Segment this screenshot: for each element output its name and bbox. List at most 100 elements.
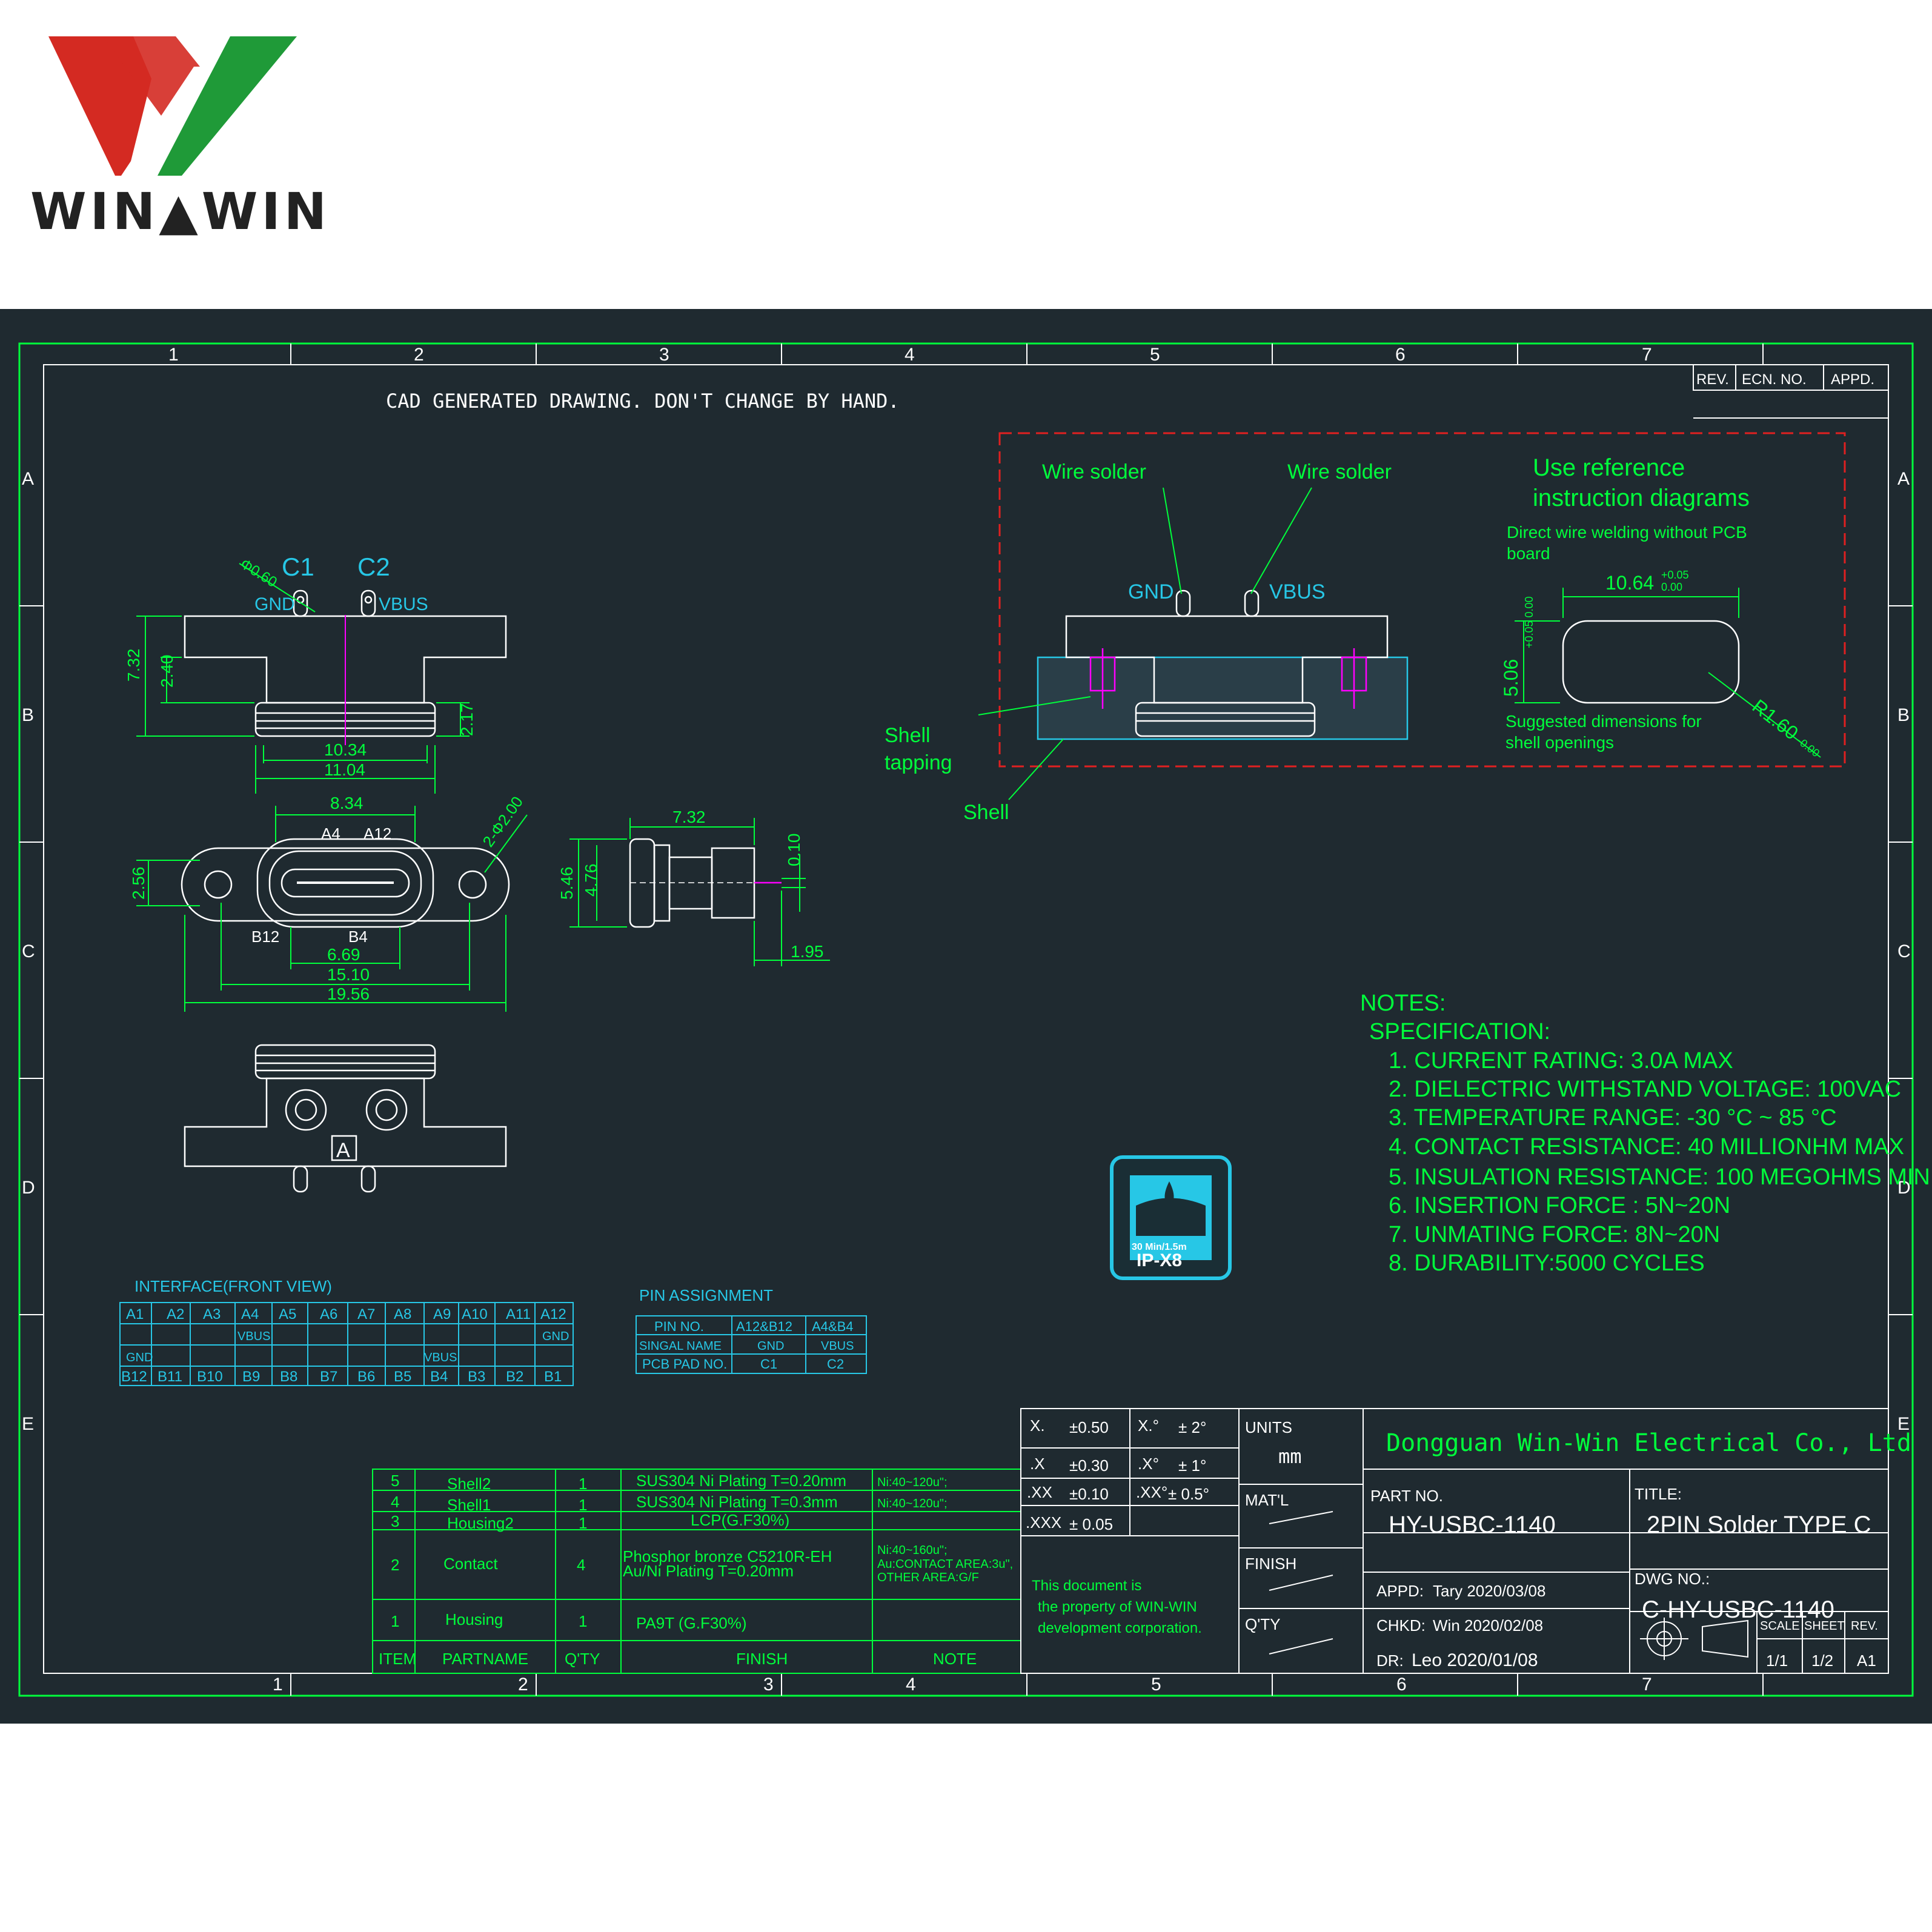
svg-text:VBUS: VBUS (424, 1351, 457, 1364)
svg-text:Win 2020/02/08: Win 2020/02/08 (1433, 1616, 1543, 1635)
svg-text:±0.10: ±0.10 (1069, 1485, 1109, 1503)
ref-sub-1: Direct wire welding without PCB (1507, 523, 1747, 542)
face-view-dims (136, 806, 528, 1012)
svg-text:.X: .X (1030, 1455, 1045, 1473)
svg-text:B1: B1 (544, 1369, 562, 1385)
svg-text:A1: A1 (1857, 1651, 1876, 1670)
wire-solder-1: Wire solder (1042, 460, 1146, 483)
shell-tapping-2: tapping (885, 751, 952, 774)
dim-2-56: 2.56 (129, 867, 148, 900)
svg-text:PA9T (G.F30%): PA9T (G.F30%) (636, 1614, 747, 1632)
svg-text:B12: B12 (121, 1369, 147, 1385)
note-5: 5. INSULATION RESISTANCE: 100 MEGOHMS MI… (1389, 1164, 1932, 1190)
interface-row2: VBUS GND (237, 1330, 569, 1343)
svg-text:1: 1 (579, 1475, 587, 1493)
logo-mark-icon (48, 36, 297, 176)
svg-text:B9: B9 (242, 1369, 260, 1385)
svg-text:FINISH: FINISH (1245, 1555, 1296, 1573)
side-dim-7-32: 7.32 (672, 808, 706, 826)
dim-11-04: 11.04 (324, 760, 365, 779)
svg-text:SUS304 Ni Plating T=0.20mm: SUS304 Ni Plating T=0.20mm (636, 1472, 846, 1490)
zone-6: 6 (1395, 345, 1406, 365)
note-2: 2. DIELECTRIC WITHSTAND VOLTAGE: 100VAC (1389, 1077, 1901, 1102)
svg-text:A12: A12 (540, 1306, 566, 1323)
side-dim-4-76: 4.76 (582, 864, 600, 897)
ref-dim-h-tol: +0.05 0.00 (1523, 596, 1535, 648)
ip-badge-line2: IP-X8 (1137, 1250, 1182, 1270)
dim-7-32: 7.32 (124, 649, 143, 682)
svg-text:1: 1 (579, 1496, 587, 1514)
svg-text:Q'TY: Q'TY (565, 1650, 600, 1668)
zone-E-right: E (1897, 1414, 1910, 1434)
svg-text:development corporation.: development corporation. (1038, 1620, 1202, 1636)
svg-text:UNITS: UNITS (1245, 1418, 1292, 1436)
svg-text:Q'TY: Q'TY (1245, 1615, 1280, 1633)
svg-text:ITEM: ITEM (379, 1650, 416, 1668)
svg-text:Contact: Contact (443, 1555, 498, 1573)
pin-b12: B12 (251, 928, 279, 946)
label-gnd: GND (254, 594, 295, 614)
zone-B: B (22, 705, 34, 725)
label-c1: C1 (282, 553, 314, 581)
tolerances: X.±0.50 X.°± 2° .X±0.30 .X°± 1° .XX±0.10… (1026, 1416, 1209, 1533)
zone-1: 1 (168, 345, 179, 365)
svg-text:± 2°: ± 2° (1178, 1418, 1206, 1436)
svg-text:C-HY-USBC-1140: C-HY-USBC-1140 (1642, 1596, 1834, 1623)
svg-text:1/1: 1/1 (1766, 1651, 1788, 1670)
svg-text:OTHER AREA:G/F: OTHER AREA:G/F (877, 1571, 979, 1584)
ref-vbus: VBUS (1269, 580, 1326, 603)
ref-radius: R1.60 (1748, 695, 1802, 744)
svg-text:A9: A9 (433, 1306, 451, 1323)
svg-text:B7: B7 (320, 1369, 337, 1385)
svg-text:Leo 2020/01/08: Leo 2020/01/08 (1412, 1650, 1538, 1670)
svg-text:PCB PAD NO.: PCB PAD NO. (642, 1356, 727, 1372)
water-drop-icon (1164, 1181, 1174, 1206)
zone-5: 5 (1150, 345, 1160, 365)
side-view (629, 838, 782, 928)
svg-text:A11: A11 (506, 1306, 531, 1323)
svg-text:FINISH: FINISH (736, 1650, 788, 1668)
ref-gnd: GND (1128, 580, 1174, 603)
shell-tapping-1: Shell (885, 724, 931, 747)
wire-solder-2: Wire solder (1287, 460, 1392, 483)
title-block-text: UNITS mm MAT'L FINISH Q'TY PART NO. HY-U… (1245, 1418, 1878, 1670)
note-8: 8. DURABILITY:5000 CYCLES (1389, 1250, 1705, 1276)
svg-text:the property of WIN-WIN: the property of WIN-WIN (1038, 1599, 1197, 1615)
svg-text:A10: A10 (462, 1306, 488, 1323)
svg-text:.XX°: .XX° (1136, 1483, 1167, 1501)
svg-text:X.°: X.° (1138, 1416, 1159, 1435)
svg-text:SUS304 Ni Plating T=0.3mm: SUS304 Ni Plating T=0.3mm (636, 1493, 838, 1511)
svg-text:B2: B2 (506, 1369, 523, 1385)
ref-title-1: Use reference (1533, 454, 1685, 481)
ref-dim-h: 5.06 (1500, 659, 1522, 697)
zone-C: C (22, 941, 35, 961)
zone-7: 7 (1642, 345, 1652, 365)
notes-spec: SPECIFICATION: (1369, 1019, 1550, 1044)
dim-2-40: 2.40 (158, 655, 176, 688)
reference-drawing (1037, 589, 1740, 740)
ref-dim-w-tol-dn: 0.00 (1661, 581, 1682, 593)
svg-text:HY-USBC-1140: HY-USBC-1140 (1389, 1512, 1556, 1538)
svg-text:.X°: .X° (1138, 1455, 1159, 1473)
side-dim-1-95: 1.95 (791, 942, 824, 961)
svg-text:± 0.5°: ± 0.5° (1168, 1485, 1209, 1503)
svg-text:4: 4 (577, 1556, 585, 1574)
svg-text:A4&B4: A4&B4 (812, 1319, 854, 1334)
svg-text:Housing2: Housing2 (447, 1514, 514, 1532)
svg-text:±0.50: ±0.50 (1069, 1418, 1109, 1436)
header-note: CAD GENERATED DRAWING. DON'T CHANGE BY H… (386, 390, 900, 413)
note-4: 4. CONTACT RESISTANCE: 40 MILLIONHM MAX (1389, 1134, 1904, 1160)
dim-19-56: 19.56 (327, 984, 370, 1003)
company-logo (48, 36, 297, 176)
svg-text:VBUS: VBUS (821, 1339, 854, 1353)
zone-E: E (22, 1414, 34, 1434)
svg-text:± 0.05: ± 0.05 (1069, 1515, 1113, 1533)
svg-text:DWG NO.:: DWG NO.: (1635, 1570, 1710, 1588)
zone-ticks (19, 344, 1913, 1696)
company-name: Dongguan Win-Win Electrical Co., Ltd (1386, 1429, 1911, 1457)
svg-text:Tary 2020/03/08: Tary 2020/03/08 (1433, 1582, 1545, 1600)
ecn-header: ECN. NO. (1742, 371, 1807, 388)
svg-text:GND: GND (126, 1351, 153, 1364)
pin-a12: A12 (363, 825, 391, 843)
